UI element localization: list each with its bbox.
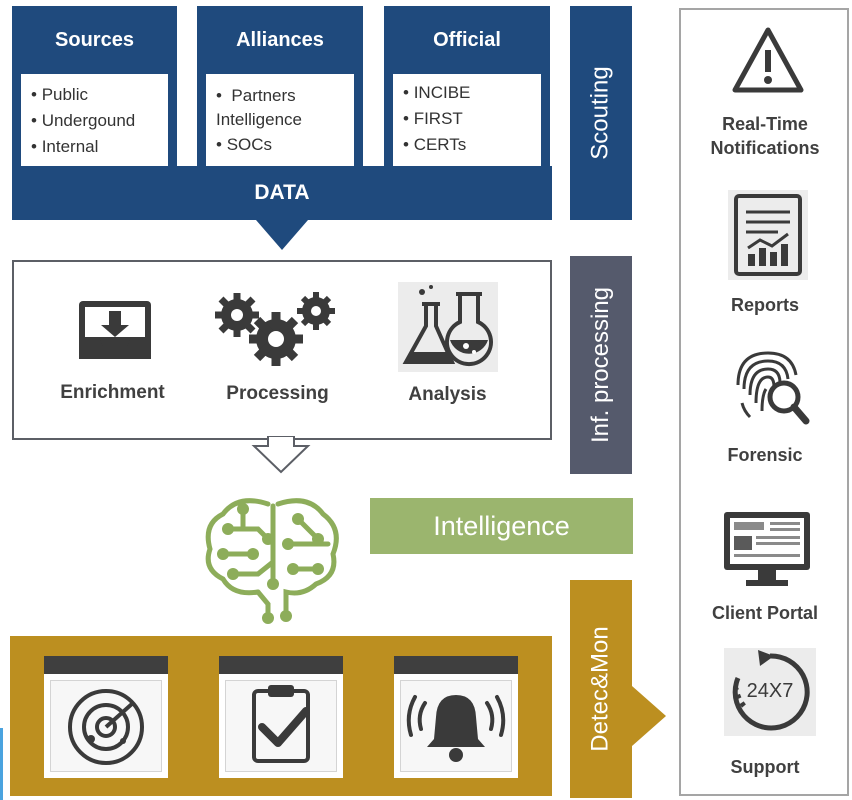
official-card-body: • INCIBE • FIRST • CERTs — [393, 74, 541, 166]
official-item: • INCIBE — [403, 83, 471, 102]
down-arrow-icon — [256, 220, 308, 250]
warning-triangle-icon — [731, 26, 805, 96]
intelligence-bar: Intelligence — [370, 498, 633, 554]
service-label-client-portal: Client Portal — [711, 603, 818, 623]
source-item: • Public — [31, 85, 88, 104]
brain-circuit-icon — [198, 484, 348, 624]
radar-tile — [44, 656, 168, 778]
service-label-support: Support — [730, 757, 800, 777]
service-label-forensic: Forensic — [727, 445, 803, 465]
right-arrow-icon — [632, 686, 666, 746]
lab-flasks-icon — [398, 282, 498, 372]
fingerprint-magnifier-icon — [730, 345, 810, 427]
alliance-item: • SOCs — [216, 135, 273, 154]
data-bar: DATA — [12, 166, 552, 220]
sources-card-title: Sources — [55, 29, 134, 51]
alliances-card: Alliances • Partners Intelligence • SOCs — [197, 6, 363, 166]
sources-card-body: • Public • Undergound • Internal — [21, 74, 168, 166]
detection-stage-label: Detec&Mon — [570, 580, 632, 798]
clock-24x7-icon — [724, 648, 816, 736]
alarm-tile — [394, 656, 518, 778]
alliances-card-body: • Partners Intelligence • SOCs — [206, 74, 354, 166]
checklist-tile — [219, 656, 343, 778]
scouting-stage-label: Scouting — [570, 6, 632, 220]
alliances-card-title: Alliances — [236, 29, 324, 51]
official-card: Official • INCIBE • FIRST • CERTs — [384, 6, 550, 166]
source-item: • Undergound — [31, 111, 136, 130]
processing-label: Processing — [226, 383, 329, 404]
sources-card: Sources • Public • Undergound • Internal — [12, 6, 177, 166]
monitor-icon — [722, 510, 812, 590]
down-arrow-outline-icon — [250, 435, 312, 476]
radar-icon — [50, 680, 162, 772]
edge-mark — [0, 728, 3, 800]
clipboard-check-icon — [225, 680, 337, 772]
service-label-reports: Reports — [730, 295, 799, 315]
enrichment-label: Enrichment — [60, 382, 165, 403]
support-badge-text: 24X7 — [746, 680, 794, 702]
official-card-title: Official — [433, 29, 501, 51]
analysis-label: Analysis — [408, 384, 487, 405]
source-item: • Internal — [31, 137, 99, 156]
processing-stage-label: Inf. processing — [570, 256, 632, 474]
alliance-item: • Partners Intelligence — [216, 86, 303, 129]
service-label-notifications: Real-Time Notifications — [710, 114, 820, 158]
official-item: • CERTs — [403, 135, 467, 154]
official-item: • FIRST — [403, 109, 463, 128]
alarm-bell-icon — [400, 680, 512, 772]
inbox-download-icon — [75, 295, 155, 365]
gears-icon — [210, 287, 345, 372]
report-chart-icon — [728, 190, 808, 280]
